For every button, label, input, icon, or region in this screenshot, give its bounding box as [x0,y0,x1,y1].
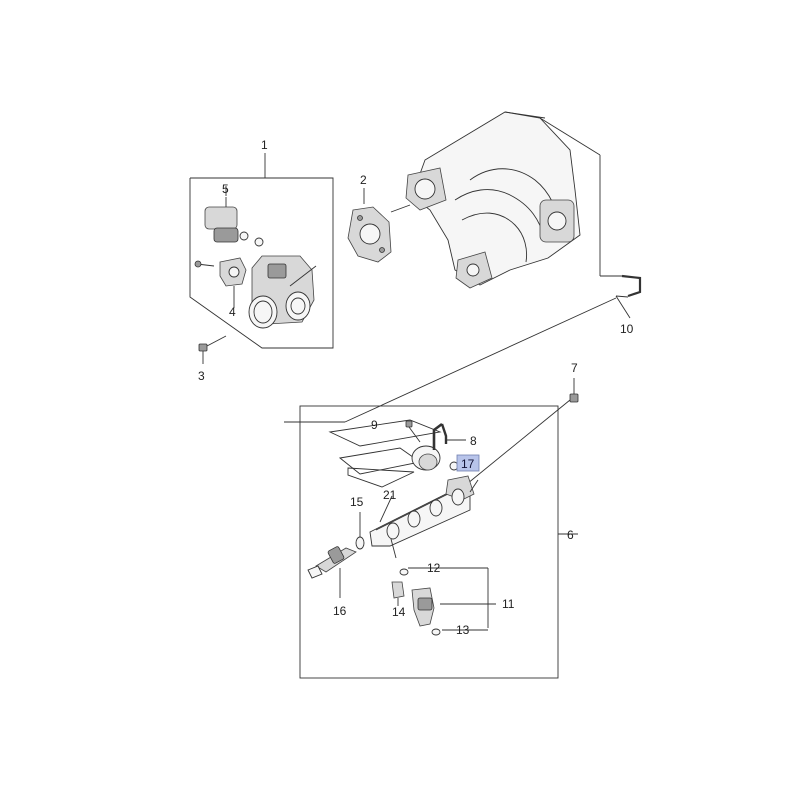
vacuum-hose [284,274,642,423]
fuel-injector [391,567,496,636]
callout-21: 21 [383,488,397,502]
fuel-rail-group [299,378,579,679]
throttle-body [248,255,317,329]
callout-17: 17 [461,457,475,471]
callout-16: 16 [333,604,347,618]
screw-9 [405,420,421,443]
inlet-pipe-fitting [307,512,365,598]
callout-6: 6 [567,528,574,542]
callout-labels: 1 2 3 4 5 6 7 8 9 10 11 12 13 14 15 16 1… [198,138,634,637]
bolt-3 [198,335,227,364]
callout-9: 9 [371,418,378,432]
throttle-position-sensor [194,257,247,300]
idle-air-control-valve [204,197,264,247]
callout-8: 8 [470,434,477,448]
throttle-body-group [189,153,334,364]
group-6-frame [299,405,559,679]
callout-12: 12 [427,561,441,575]
bolt-7 [461,378,579,489]
callout-11: 11 [502,597,515,611]
callout-7: 7 [571,361,578,375]
callout-4: 4 [229,305,236,319]
callout-14: 14 [392,605,406,619]
fuel-pressure-regulator [411,422,466,471]
intake-manifold [405,111,622,289]
callout-17-highlight [456,454,480,472]
callout-1: 1 [261,138,268,152]
callout-10: 10 [620,322,634,336]
callout-3: 3 [198,369,205,383]
gasket [347,188,411,263]
callout-5: 5 [222,182,229,196]
callout-2: 2 [360,173,367,187]
callout-15: 15 [350,495,364,509]
fuel-rail [369,475,479,559]
callout-13: 13 [456,623,470,637]
group-1-frame [189,177,334,349]
